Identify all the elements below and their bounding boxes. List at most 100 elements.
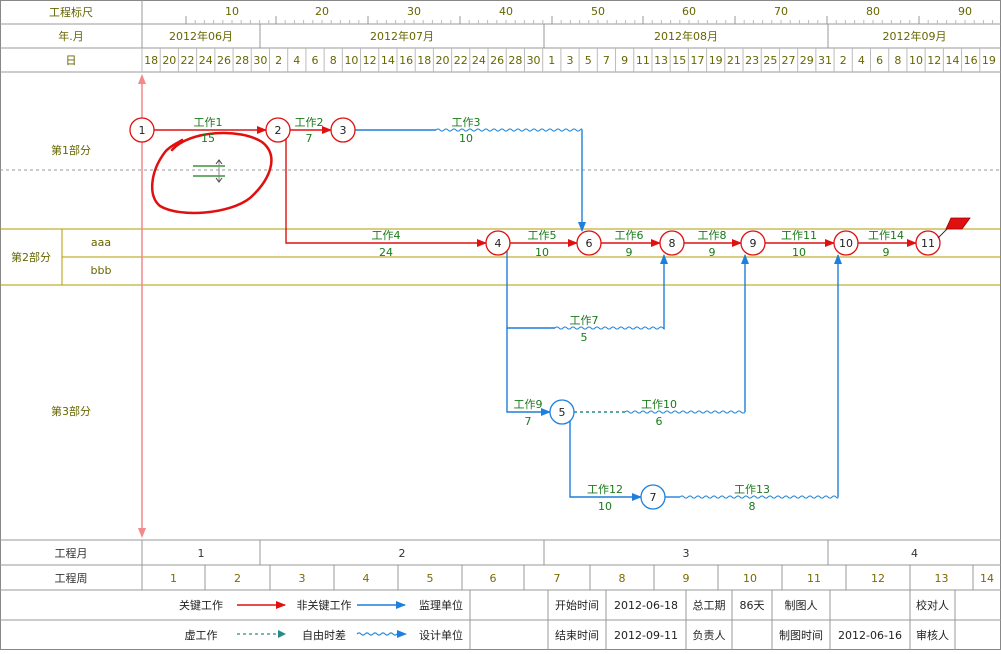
day-header-cell: 14: [945, 54, 959, 67]
event-node-number: 8: [669, 237, 676, 250]
reviewer-label: 审核人: [916, 629, 949, 642]
event-node[interactable]: [330, 117, 356, 143]
day-header-cell: 22: [454, 54, 468, 67]
project-week-cell: 2: [234, 572, 241, 585]
total-duration-label: 总工期: [692, 599, 726, 612]
day-header-cell: 12: [927, 54, 941, 67]
day-header-cell: 22: [181, 54, 195, 67]
reviewer-value[interactable]: [955, 620, 1000, 650]
work-arrow-7: [506, 251, 555, 329]
event-node[interactable]: [549, 399, 575, 425]
work-name-label: 工作1: [194, 116, 223, 129]
start-time-value: 2012-06-18: [614, 598, 678, 612]
work-duration-label: 10: [459, 132, 473, 145]
event-node-number: 5: [559, 406, 566, 419]
day-header-cell: 24: [472, 54, 486, 67]
event-node[interactable]: [740, 230, 766, 256]
project-week-cell: 3: [299, 572, 306, 585]
event-node[interactable]: [659, 230, 685, 256]
drawer-label: 制图人: [784, 599, 818, 612]
ruler-tick: 50: [591, 5, 605, 18]
project-month-cell: 1: [198, 547, 205, 560]
work-duration-label: 5: [581, 331, 588, 344]
day-header-cell: 29: [800, 54, 814, 67]
day-header-cell: 30: [253, 54, 267, 67]
day-header-cell: 5: [585, 54, 592, 67]
day-header-cell: 9: [621, 54, 628, 67]
work-duration-label: 10: [535, 246, 549, 259]
day-header-cell: 16: [399, 54, 413, 67]
work-duration-label: 9: [883, 246, 890, 259]
free-float-wave-3: [435, 128, 583, 132]
annotation-symbol: [193, 159, 225, 183]
day-header-cell: 15: [672, 54, 686, 67]
project-week-cell: 4: [363, 572, 370, 585]
work-name-label: 工作4: [372, 229, 401, 242]
work-name-label: 工作8: [698, 229, 727, 242]
project-week-cell: 14: [980, 572, 994, 585]
day-header-cell: 18: [144, 54, 158, 67]
work-name-label: 工作3: [452, 116, 481, 129]
day-header-cell: 28: [235, 54, 249, 67]
project-week-cell: 12: [871, 572, 885, 585]
part2-label: 第2部分: [11, 250, 51, 264]
ruler-tick: 30: [407, 5, 421, 18]
legend-designer-label: 设计单位: [419, 629, 463, 642]
project-week-cell: 11: [807, 572, 821, 585]
day-header-cell: 2: [840, 54, 847, 67]
finish-flag-icon: [937, 217, 971, 239]
project-week-cell: 6: [490, 572, 497, 585]
event-node[interactable]: [485, 230, 511, 256]
event-node-number: 9: [750, 237, 757, 250]
event-node[interactable]: [915, 230, 941, 256]
legend-critical-label: 关键工作: [179, 599, 223, 612]
legend-supervisor-label: 监理单位: [419, 599, 463, 612]
work-duration-label: 24: [379, 246, 393, 259]
work-name-label: 工作11: [781, 229, 817, 242]
work-arrows: [154, 126, 917, 501]
day-header-cell: 6: [876, 54, 883, 67]
work-name-label: 工作12: [587, 483, 623, 496]
day-header-cell: 19: [982, 54, 996, 67]
ruler-tick: 20: [315, 5, 329, 18]
event-node[interactable]: [129, 117, 155, 143]
drawer-value[interactable]: [830, 590, 910, 620]
project-week-cell: 9: [683, 572, 690, 585]
project-month-cell: 4: [911, 547, 918, 560]
work-duration-label: 15: [201, 132, 215, 145]
ruler-tick: 70: [774, 5, 788, 18]
event-node[interactable]: [576, 230, 602, 256]
day-header-cell: 28: [508, 54, 522, 67]
event-node-number: 2: [275, 124, 282, 137]
work-name-label: 工作5: [528, 229, 557, 242]
work-duration-label: 9: [709, 246, 716, 259]
project-week-cell: 1: [170, 572, 177, 585]
ruler-tick: 60: [682, 5, 696, 18]
checker-value[interactable]: [955, 590, 1000, 620]
ruler-tick: 80: [866, 5, 880, 18]
day-header-cell: 20: [162, 54, 176, 67]
day-header-cell: 1: [548, 54, 555, 67]
event-node[interactable]: [833, 230, 859, 256]
event-node[interactable]: [265, 117, 291, 143]
month-header-cell: 2012年06月: [169, 29, 233, 43]
time-cursor-bottom-arrow: [138, 528, 146, 538]
work-name-label: 工作7: [570, 314, 599, 327]
day-header-cell: 20: [436, 54, 450, 67]
day-header-cell: 13: [654, 54, 668, 67]
owner-value[interactable]: [732, 620, 772, 650]
month-header-cell: 2012年08月: [654, 29, 718, 43]
project-week-cell: 10: [743, 572, 757, 585]
day-header-cell: 21: [727, 54, 741, 67]
free-float-wave-7: [554, 326, 665, 330]
day-header-cell: 23: [745, 54, 759, 67]
project-week-cell: 7: [554, 572, 561, 585]
project-week-label: 工程周: [55, 572, 88, 585]
event-node[interactable]: [640, 484, 666, 510]
day-header-cell: 10: [909, 54, 923, 67]
day-header-cell: 6: [312, 54, 319, 67]
